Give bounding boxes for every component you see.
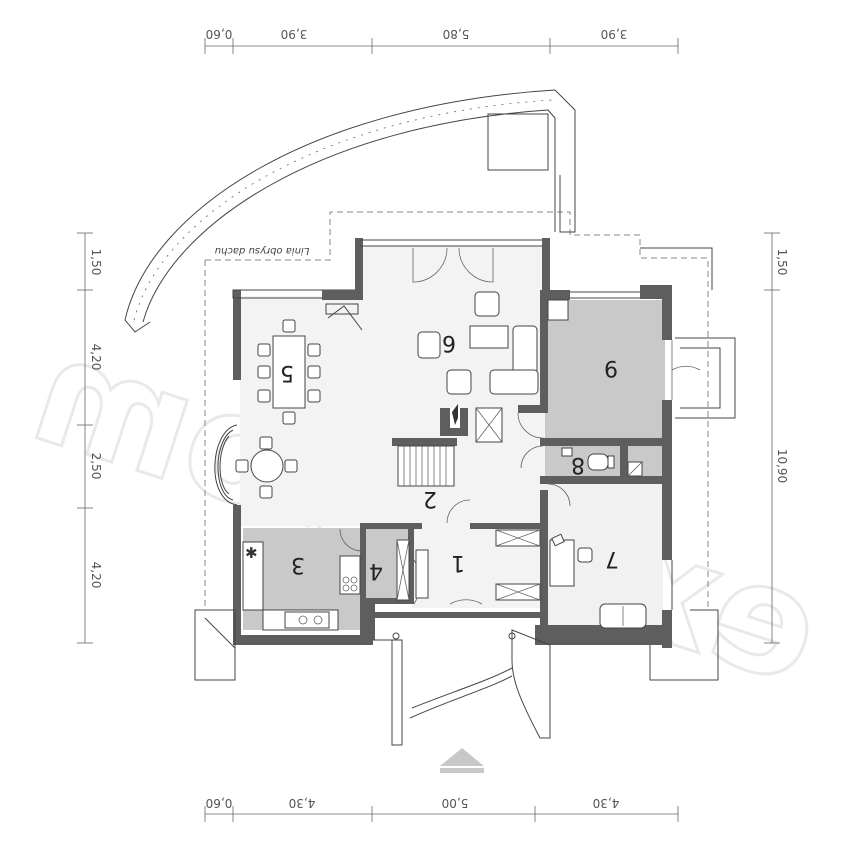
dim-top-4: 3,90 xyxy=(601,27,628,41)
dining-set xyxy=(235,303,363,499)
room-number-6: 6 xyxy=(442,330,456,355)
dim-right-2: 10,90 xyxy=(775,449,789,483)
stairs xyxy=(397,445,455,487)
dim-left-2: 4,20 xyxy=(89,344,103,371)
dim-left-1: 1,50 xyxy=(89,249,103,276)
living-set xyxy=(417,291,539,443)
dim-bottom-3: 5,00 xyxy=(442,796,469,810)
dim-right-1: 1,50 xyxy=(775,249,789,276)
wc-fixtures xyxy=(547,299,643,477)
room-number-2: 2 xyxy=(423,486,437,511)
entrance-porch xyxy=(373,629,551,773)
dimension-right xyxy=(764,232,780,644)
dim-top-1: 0,60 xyxy=(206,27,233,41)
pergola xyxy=(124,89,576,333)
dimension-left xyxy=(77,232,93,644)
walls xyxy=(232,238,673,648)
room-number-5: 5 xyxy=(280,360,294,385)
room-number-4: 4 xyxy=(369,558,383,583)
roof-line-label: Linia obrysu dachu xyxy=(215,245,310,256)
dim-bottom-1: 0,60 xyxy=(206,796,233,810)
snowflake-icon: ✱ xyxy=(245,544,258,562)
dim-top-2: 3,90 xyxy=(281,27,308,41)
room-number-3: 3 xyxy=(291,552,305,577)
room-number-9: 9 xyxy=(604,355,618,380)
room-number-1: 1 xyxy=(451,550,465,575)
dim-left-3: 2,50 xyxy=(89,453,103,480)
room-number-7: 7 xyxy=(605,546,619,571)
room-number-8: 8 xyxy=(571,452,585,477)
dim-bottom-2: 4,30 xyxy=(289,796,316,810)
hall-wardrobes xyxy=(415,529,541,601)
entrance-arrow-icon xyxy=(440,748,484,766)
dimension-bottom xyxy=(204,806,679,822)
dim-top-3: 5,80 xyxy=(443,27,470,41)
kitchen-units: ✱ xyxy=(242,541,361,631)
dim-left-4: 4,20 xyxy=(89,562,103,589)
office-furniture xyxy=(549,533,647,629)
dimension-top xyxy=(204,38,679,54)
dim-bottom-4: 4,30 xyxy=(593,796,620,810)
